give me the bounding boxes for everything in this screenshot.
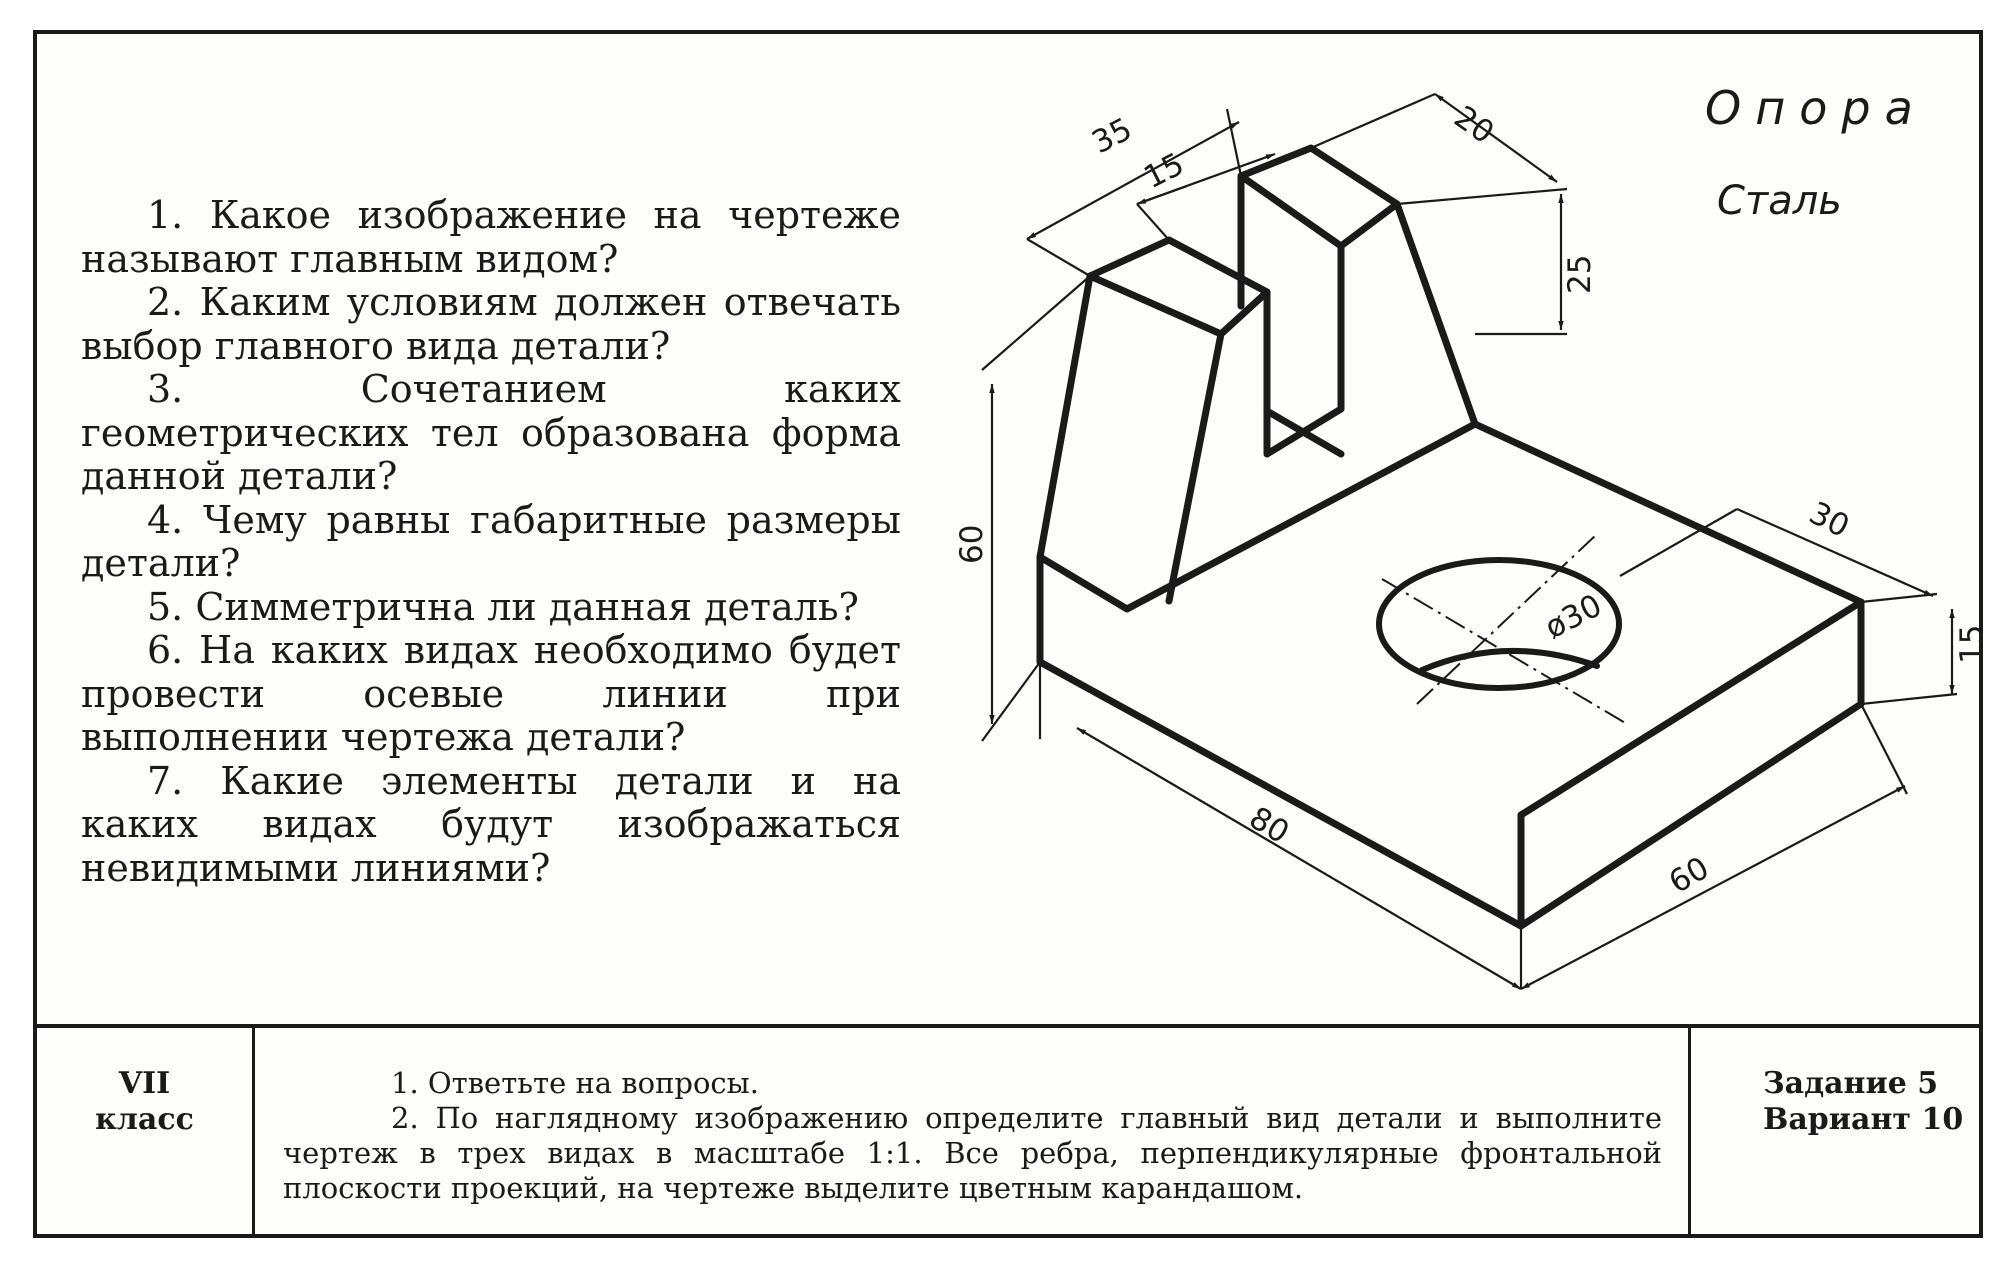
dim-60-height: 60: [954, 525, 990, 564]
dim-25: 25: [1562, 255, 1598, 294]
dim-30: 30: [1803, 495, 1854, 545]
question-2: 2. Каким условиям должен отвечать выбор …: [81, 280, 901, 368]
part-outline: [1036, 144, 1865, 930]
question-1: 1. Какое изображение на чертеже называют…: [81, 193, 901, 281]
center-lines: [1381, 533, 1628, 725]
assignment-cell: Задание 5 Вариант 10: [1691, 1028, 1979, 1238]
questions-list: 1. Какое изображение на чертеже называют…: [81, 193, 901, 890]
question-7: 7. Какие элементы детали и на каких вида…: [81, 758, 901, 890]
dim-20: 20: [1447, 99, 1500, 151]
dim-15-side: 15: [1954, 625, 1979, 664]
worksheet-sheet: 1. Какое изображение на чертеже называют…: [33, 30, 1983, 1238]
task-table: VII класс 1. Ответьте на вопросы. 2. По …: [37, 1024, 1979, 1238]
isometric-drawing: 35 15 20 25 60 30 ø30 15 80 60 Опора Ста…: [954, 81, 1979, 990]
question-4: 4. Чему равны габаритные размеры детали?: [81, 497, 901, 585]
question-6: 6. На каких видах необходимо будет прове…: [81, 628, 901, 759]
dim-35: 35: [1086, 111, 1137, 161]
question-3: 3. Сочетанием каких геометрических тел о…: [81, 367, 901, 498]
task-2: 2. По наглядному изображению определите …: [283, 1101, 1662, 1205]
dim-80: 80: [1243, 800, 1295, 851]
assignment-number: Задание 5: [1763, 1066, 1939, 1101]
part-title: Опора: [1705, 81, 1927, 135]
variant-number: Вариант 10: [1763, 1102, 1964, 1137]
grade-number: VII: [118, 1066, 171, 1101]
task-1: 1. Ответьте на вопросы.: [391, 1066, 759, 1100]
grade-label: класс: [95, 1102, 194, 1137]
dimension-lines: [981, 92, 1958, 990]
dim-30-hole: ø30: [1539, 588, 1607, 647]
tasks-cell: 1. Ответьте на вопросы. 2. По наглядному…: [255, 1028, 1691, 1238]
grade-cell: VII класс: [37, 1028, 255, 1238]
part-material: Сталь: [1717, 178, 1842, 224]
hole: [1376, 557, 1622, 691]
question-5: 5. Симметрична ли данная деталь?: [147, 584, 859, 629]
dim-60-depth: 60: [1663, 850, 1715, 901]
